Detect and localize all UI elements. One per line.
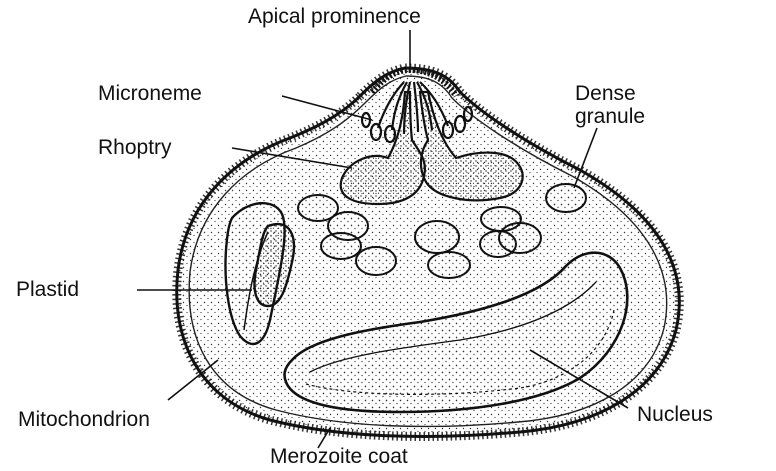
label-rhoptry: Rhoptry	[98, 137, 172, 158]
label-dense-granule: Dense granule	[575, 83, 645, 128]
label-plastid: Plastid	[16, 279, 79, 300]
label-microneme: Microneme	[98, 83, 202, 104]
label-apical-prominence: Apical prominence	[248, 6, 421, 27]
label-merozoite-coat: Merozoite coat	[270, 446, 408, 467]
label-dense-granule-line2: granule	[575, 106, 645, 129]
label-dense-granule-line1: Dense	[575, 83, 645, 106]
label-mitochondrion: Mitochondrion	[18, 409, 150, 430]
label-nucleus: Nucleus	[637, 404, 713, 425]
